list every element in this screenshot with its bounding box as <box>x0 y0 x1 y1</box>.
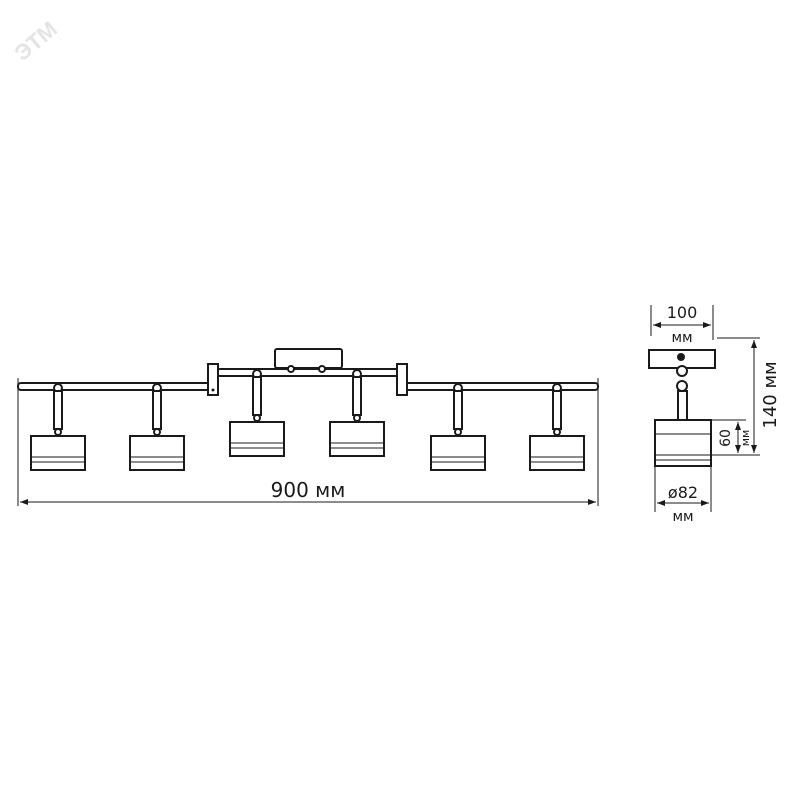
width-label: 900 мм <box>271 478 346 502</box>
spot-lamp <box>529 383 585 471</box>
head-diameter-value: ø82 <box>668 483 698 502</box>
side-head <box>654 419 712 467</box>
left-connector <box>207 363 219 396</box>
canopy-width-value: 100 <box>667 303 698 322</box>
spot-lamp <box>329 369 385 457</box>
head-height-unit: мм <box>739 430 752 447</box>
side-view: 100 мм 140 мм 60 мм ø82 мм <box>648 303 781 525</box>
head-diameter-unit: мм <box>672 509 693 525</box>
head-height-value: 60 <box>718 429 734 447</box>
logo-watermark: ЭТМ <box>10 16 62 66</box>
spot-lamp <box>229 369 285 457</box>
spot-lamp <box>129 383 185 471</box>
left-bar <box>17 382 211 391</box>
middle-bar <box>216 368 401 377</box>
spot-lamp <box>430 383 486 471</box>
svg-text:ЭТМ: ЭТМ <box>10 16 62 66</box>
height-label: 140 мм <box>760 361 781 428</box>
right-bar <box>404 382 599 391</box>
spot-lamp <box>30 383 86 471</box>
canopy-width-unit: мм <box>671 330 692 346</box>
canopy <box>274 348 343 369</box>
front-view: 900 мм <box>17 348 599 506</box>
right-connector <box>396 363 408 396</box>
